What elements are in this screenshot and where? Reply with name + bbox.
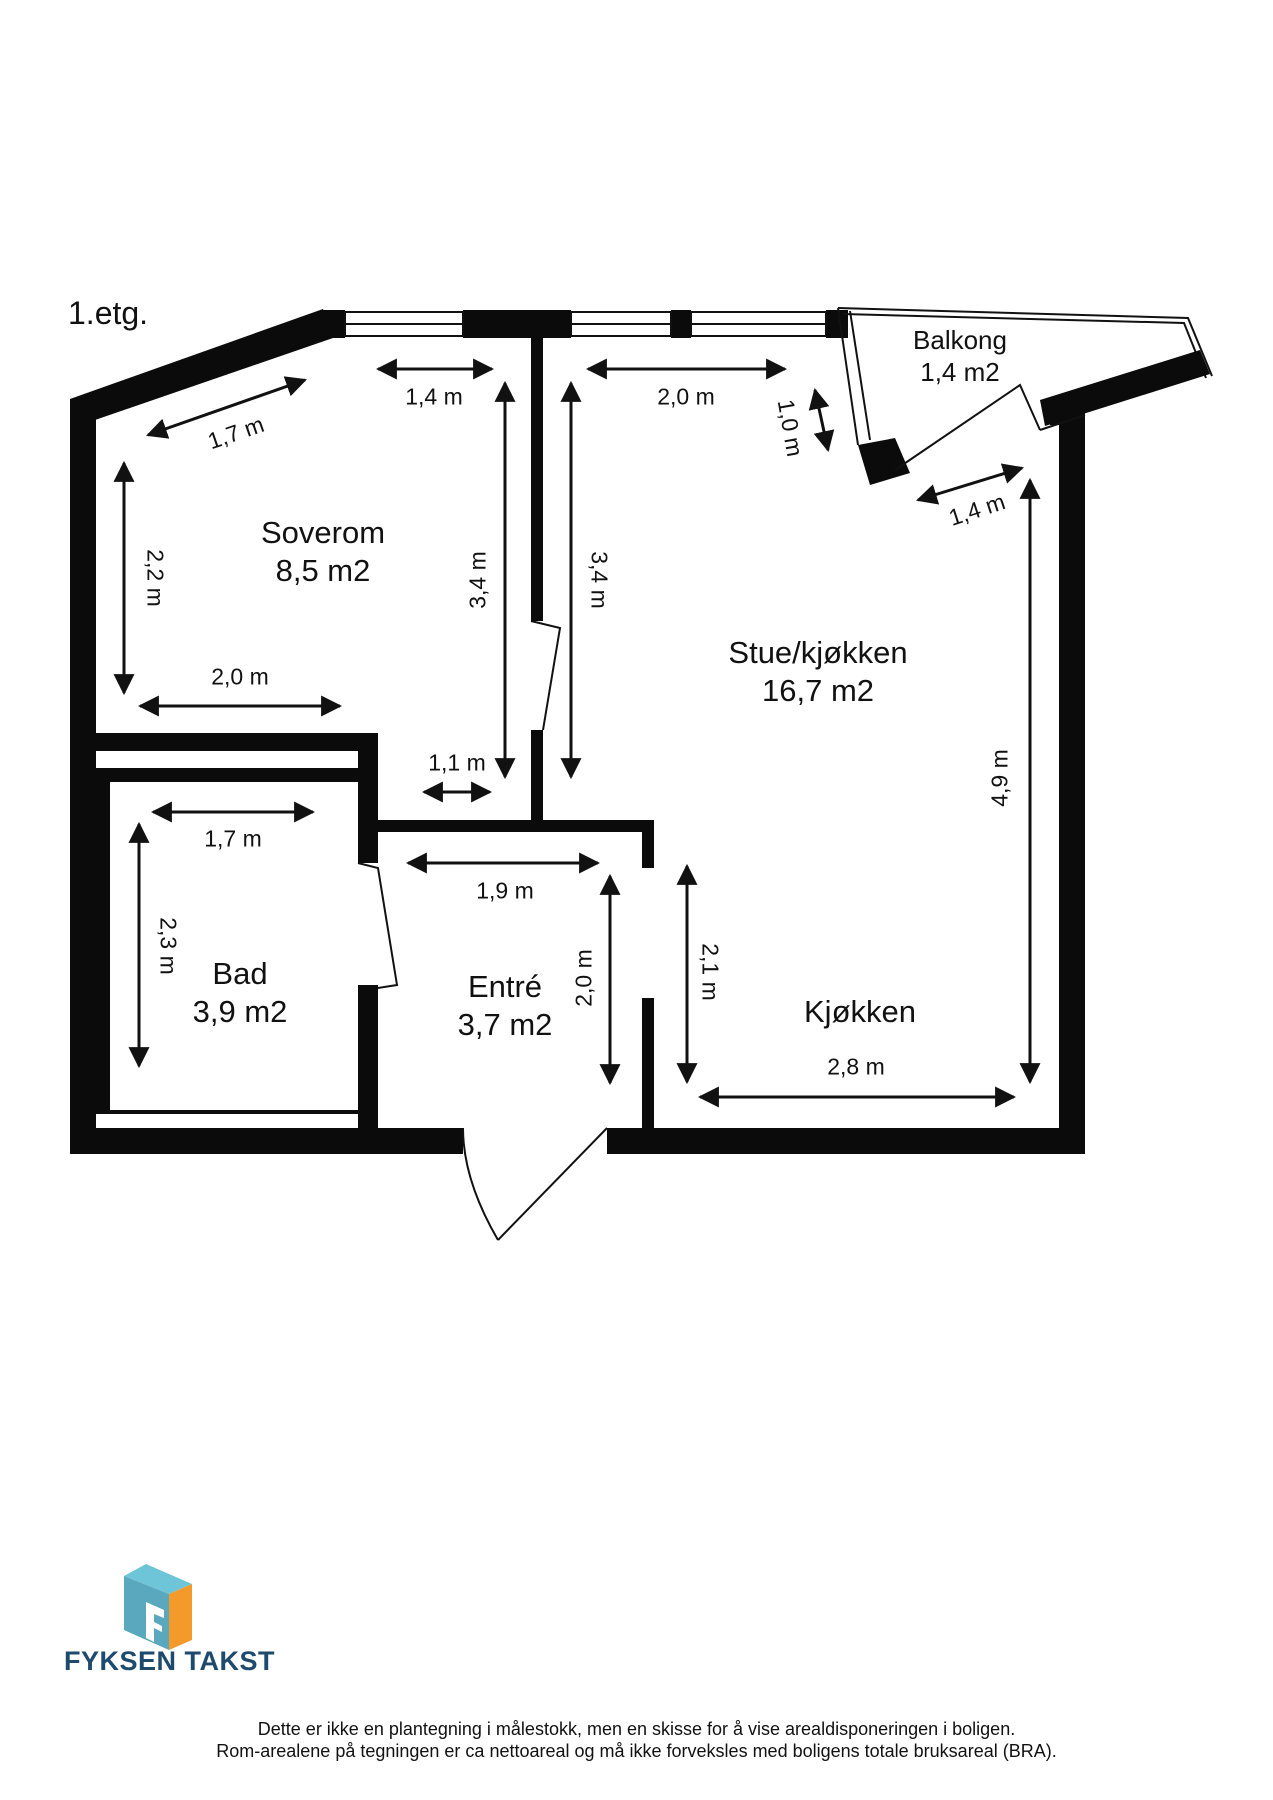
wall-bath-right-lower bbox=[358, 985, 378, 1128]
dim-stue-left: 3,4 m bbox=[586, 551, 613, 609]
wall-bed-living-lower bbox=[531, 730, 543, 820]
dim-kjokken-bottom: 2,8 m bbox=[827, 1053, 885, 1080]
wall-top-pier-2 bbox=[671, 310, 691, 338]
wall-balcony-rail bbox=[1040, 350, 1210, 426]
room-stue: Stue/kjøkken 16,7 m2 bbox=[728, 634, 907, 710]
wall-bedroom-bottom bbox=[96, 733, 378, 751]
dim-soverom-top: 1,4 m bbox=[405, 383, 463, 410]
dim-soverom-door: 1,1 m bbox=[428, 749, 486, 776]
dim-soverom-right: 3,4 m bbox=[464, 551, 491, 609]
interior-walls bbox=[96, 338, 654, 1128]
disclaimer-line-1: Dette er ikke en plantegning i målestokk… bbox=[257, 1719, 1016, 1739]
logo-f-mark bbox=[146, 1602, 164, 1642]
dim-kjokken-left: 2,1 m bbox=[697, 943, 724, 1001]
wall-right bbox=[1059, 409, 1085, 1154]
dim-soverom-bottom: 2,0 m bbox=[211, 663, 269, 690]
wall-bedroom-diagonal bbox=[70, 309, 333, 420]
room-balkong: Balkong 1,4 m2 bbox=[913, 324, 1007, 388]
logo-cube-top bbox=[124, 1564, 192, 1594]
wall-entry-right-lower bbox=[642, 998, 654, 1128]
room-area: 3,7 m2 bbox=[457, 1007, 553, 1042]
room-area: 8,5 m2 bbox=[275, 553, 371, 588]
room-kjokken: Kjøkken bbox=[804, 993, 916, 1031]
room-entre: Entré 3,7 m2 bbox=[458, 968, 553, 1044]
wall-balcony-corner bbox=[858, 438, 910, 485]
logo-cube-right bbox=[169, 1584, 192, 1650]
dim-soverom-left: 2,2 m bbox=[142, 549, 169, 607]
dim-stue-top: 2,0 m bbox=[657, 383, 715, 410]
brand-name: FYKSEN TAKST bbox=[64, 1646, 276, 1676]
room-name: Balkong bbox=[913, 325, 1007, 355]
wall-bath-bottom bbox=[96, 1110, 358, 1114]
wall-bottom-right bbox=[607, 1128, 1085, 1154]
floor-label: 1.etg. bbox=[68, 295, 149, 331]
dim-entre-right: 2,0 m bbox=[570, 949, 597, 1007]
brand-logo bbox=[124, 1564, 192, 1650]
room-name: Entré bbox=[467, 969, 543, 1004]
room-name: Bad bbox=[212, 956, 268, 991]
disclaimer-line-2: Rom-arealene på tegningen er ca nettoare… bbox=[216, 1741, 1057, 1761]
wall-entry-right-upper bbox=[642, 820, 654, 868]
door-entry-swing bbox=[462, 1127, 499, 1241]
wall-bath-right-upper bbox=[358, 733, 378, 863]
wall-left bbox=[70, 399, 96, 1154]
door-bedroom bbox=[530, 620, 562, 731]
room-area: 3,9 m2 bbox=[192, 994, 288, 1029]
room-bad: Bad 3,9 m2 bbox=[193, 955, 288, 1031]
room-name: Stue/kjøkken bbox=[728, 635, 908, 670]
doors bbox=[357, 620, 608, 1241]
wall-bath-left bbox=[96, 782, 110, 1114]
dim-entre-top: 1,9 m bbox=[476, 877, 534, 904]
wall-top-left-stub bbox=[323, 310, 345, 338]
room-name: Kjøkken bbox=[804, 994, 916, 1029]
wall-bottom-left bbox=[70, 1128, 463, 1154]
room-soverom: Soverom 8,5 m2 bbox=[261, 514, 385, 590]
dim-stue-right: 4,9 m bbox=[986, 749, 1013, 807]
wall-top-pier-1 bbox=[463, 310, 571, 338]
wall-entry-top bbox=[378, 820, 654, 832]
dim-bad-top: 1,7 m bbox=[204, 825, 262, 852]
room-area: 16,7 m2 bbox=[761, 673, 875, 708]
door-entry-leaf bbox=[497, 1127, 608, 1241]
wall-bath-top bbox=[96, 768, 358, 782]
dimension-lines bbox=[113, 358, 1041, 1108]
dim-bad-left: 2,3 m bbox=[155, 917, 182, 975]
wall-top-pier-3 bbox=[826, 310, 848, 338]
room-name: Soverom bbox=[260, 515, 386, 550]
wall-bed-living-upper bbox=[531, 338, 543, 621]
windows bbox=[344, 311, 827, 337]
room-area: 1,4 m2 bbox=[920, 357, 1000, 387]
door-bathroom bbox=[357, 862, 399, 989]
